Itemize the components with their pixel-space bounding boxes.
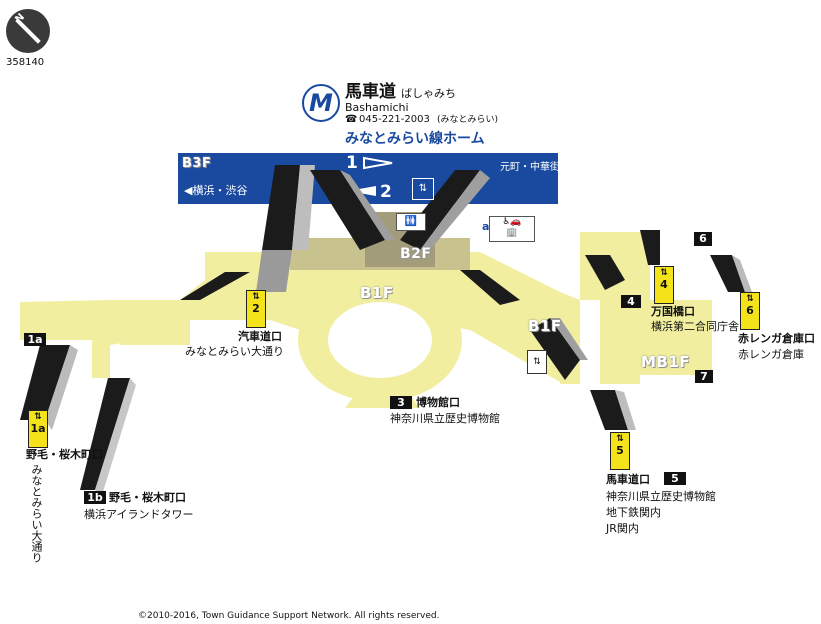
exit-6-elevator: ⇅ 6 [740, 292, 760, 330]
exit-4-tag: 4 [621, 295, 641, 308]
exit-2-box-label: 2 [252, 302, 260, 315]
exit-2-sub: みなとみらい大通り [185, 345, 284, 358]
level-mb1f: MB1F [641, 353, 691, 371]
station-phone-note: (みなとみらい) [437, 115, 499, 125]
exit-2-name: 汽車道口 [238, 330, 282, 343]
exit-1a-box-label: 1a [30, 422, 46, 435]
direction-arrow-icon: ▷ [560, 162, 571, 173]
facility-a-label: a [482, 220, 490, 233]
level-b2f: B2F [400, 246, 432, 262]
b3f-platform [178, 153, 558, 204]
exit-7-tag: 7 [695, 370, 713, 383]
phone-icon: ☎ [345, 114, 358, 125]
exit-5-name: 馬車道口 [606, 473, 650, 486]
compass-needle [15, 18, 41, 44]
exit-5-sub1: 神奈川県立歴史博物館 [606, 490, 716, 503]
restroom-icon: 🚻 [396, 213, 426, 231]
station-romaji: Bashamichi [345, 101, 409, 114]
exit-6-tag: 6 [694, 232, 712, 246]
line-logo: M [302, 84, 340, 122]
line-title: みなとみらい線ホーム [345, 131, 485, 147]
exit-1a-tag: 1a [24, 333, 46, 346]
compass-icon: N [6, 9, 50, 53]
platform-elevator-icon: ⇅ [412, 178, 434, 200]
track-2: 2 [380, 182, 392, 202]
level-b1f-center: B1F [360, 284, 394, 302]
exit-1a-elevator: ⇅ 1a [28, 410, 48, 448]
stairs [20, 165, 752, 495]
exit-2-elevator: ⇅ 2 [246, 290, 266, 328]
exit-5-sub3: JR関内 [606, 522, 639, 535]
facilities-icon: ♿🚗🏢 [489, 216, 535, 242]
level-b3f: B3F [182, 156, 212, 171]
logo-letter: M [309, 89, 333, 117]
exit-4-name: 万国橋口 [651, 305, 695, 318]
exit-6-name: 赤レンガ倉庫口 [738, 332, 815, 345]
exit-5-box-label: 5 [616, 444, 624, 457]
elevator-icon: ⇅ [746, 294, 754, 304]
track-1: 1 [346, 153, 358, 173]
elevator-icon: ⇅ [660, 268, 668, 278]
direction-motomachi-label: 元町・中華街 [500, 162, 560, 173]
exit-1b-name: 野毛・桜木町口 [109, 491, 186, 504]
direction-yokohama: ◀横浜・渋谷 [184, 184, 248, 197]
exit-1b-sub: 横浜アイランドタワー [84, 508, 194, 521]
elevator-icon: ⇅ [616, 434, 624, 444]
elevator-icon: ⇅ [34, 412, 42, 422]
exit-3-name: 博物館口 [416, 396, 460, 409]
copyright: ©2010-2016, Town Guidance Support Networ… [138, 611, 440, 621]
exit-6-sub: 赤レンガ倉庫 [738, 348, 804, 361]
exit-1b-tag: 1b [84, 491, 106, 504]
map-id: 358140 [6, 57, 45, 68]
exit-5-tag: 5 [664, 472, 686, 485]
exit-1a-sub: みなとみらい大通り [30, 464, 43, 563]
exit-5-sub2: 地下鉄関内 [606, 506, 661, 519]
exit-5-elevator: ⇅ 5 [610, 432, 630, 470]
elevator-icon: ⇅ [527, 350, 547, 374]
exit-1a-name: 野毛・桜木町口 [26, 448, 103, 461]
station-name: 馬車道 [345, 82, 396, 102]
level-b1f-right: B1F [528, 317, 562, 335]
exit-3-sub: 神奈川県立歴史博物館 [390, 412, 500, 425]
elevator-icon: ⇅ [252, 292, 260, 302]
exit-4-sub: 横浜第二合同庁舎 [651, 320, 739, 333]
direction-motomachi: 元町・中華街 ▷ [500, 161, 571, 174]
b1f-ring [298, 278, 462, 408]
station-phone: 045-221-2003 [359, 114, 430, 125]
station-reading: ばしゃみち [401, 87, 456, 100]
exit-4-elevator: ⇅ 4 [654, 266, 674, 304]
exit-4-box-label: 4 [660, 278, 668, 291]
exit-3-tag: 3 [390, 396, 412, 409]
exit-6-box-label: 6 [746, 304, 754, 317]
